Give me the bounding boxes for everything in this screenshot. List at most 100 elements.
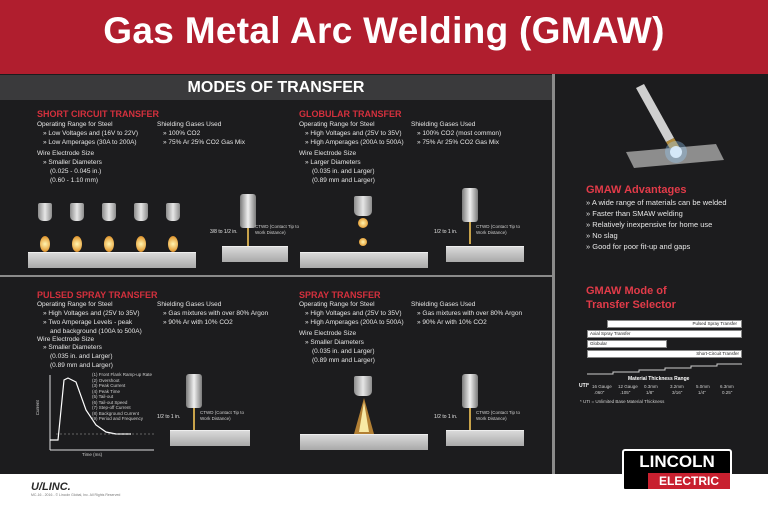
spray-wire-size-2: (0.89 mm and Larger) (312, 357, 375, 364)
welding-gun (354, 376, 372, 396)
molten-droplet (136, 236, 146, 252)
thickness-range-title: Material Thickness Range (628, 376, 690, 382)
welding-gun (102, 203, 116, 221)
selector-bar-globular-label: Globular (590, 341, 608, 346)
base-plate (446, 430, 524, 446)
base-plate (300, 434, 428, 450)
short-circuit-range-2: Low Amperages (30A to 200A) (43, 138, 136, 147)
spray-range-2: High Amperages (200A to 500A) (305, 318, 403, 327)
globular-wire-size-1: (0.035 in. and Larger) (312, 168, 375, 175)
short-circuit-wire-label: Wire Electrode Size (37, 150, 95, 157)
selector-bar-globular (587, 340, 667, 348)
base-plate (446, 246, 524, 262)
short-circuit-stickout: 3/8 to 1/2 in. (210, 229, 238, 235)
globular-range-2: High Amperages (200A to 500A) (305, 138, 403, 147)
pulsed-range-3: and background (100A to 500A) (50, 328, 142, 335)
lincoln-logo-bottom: ELECTRIC (648, 473, 730, 489)
short-circuit-title: SHORT CIRCUIT TRANSFER (37, 109, 159, 119)
spray-wire-size-1: (0.035 in. and Larger) (312, 348, 375, 355)
thickness-in-3: 1/8" (646, 390, 654, 395)
selector-bar-pulsed-label: Pulsed Spray Transfer (692, 321, 737, 326)
contact-tip-nozzle (186, 374, 202, 408)
pulsed-wire-size-1: (0.035 in. and Larger) (50, 353, 113, 360)
welding-torch-image (626, 84, 724, 168)
header-banner (0, 0, 768, 74)
advantages-title: GMAW Advantages (586, 184, 687, 196)
spray-title: SPRAY TRANSFER (299, 290, 381, 300)
lincoln-logo-top: LINCOLN (639, 452, 715, 471)
modes-title: MODES OF TRANSFER (187, 79, 365, 96)
spray-wire: Smaller Diameters (305, 338, 363, 347)
short-circuit-wire-size-1: (0.025 - 0.045 in.) (50, 168, 102, 175)
uti-footnote: * UTI = Unlimited Base Material Thicknes… (580, 399, 665, 404)
vertical-divider (552, 74, 555, 474)
pulsed-gas-1: Gas mixtures with over 80% Argon (163, 309, 268, 318)
globule (359, 238, 367, 246)
selector-title-line1: GMAW Mode of (586, 285, 667, 297)
thickness-staircase (587, 363, 742, 375)
pulsed-title: PULSED SPRAY TRANSFER (37, 290, 158, 300)
selector-bar-axial (587, 330, 742, 338)
horizontal-divider (0, 275, 552, 277)
graph-legend-8: (8) Background Current (92, 410, 140, 416)
globular-wire: Larger Diameters (305, 158, 360, 167)
selector-bar-pulsed (607, 320, 742, 328)
advantage-item: Good for poor fit-up and gaps (586, 242, 690, 252)
welding-gun (166, 203, 180, 221)
short-circuit-range-label: Operating Range for Steel (37, 121, 113, 128)
globular-ctwd: CTWD (Contact Tip to Work Distance) (476, 224, 521, 235)
welding-gun (354, 196, 372, 216)
uti-label: UTI* (579, 383, 589, 389)
short-circuit-gas-label: Shielding Gases Used (157, 121, 222, 128)
spray-range-label: Operating Range for Steel (299, 301, 375, 308)
spray-ctwd: CTWD (Contact Tip to Work Distance) (476, 410, 521, 421)
base-plate (300, 252, 428, 268)
thickness-in-1: .060" (594, 390, 605, 395)
electrode-wire (247, 228, 249, 248)
selector-bar-short-circuit-label: Short-Circuit Transfer (696, 351, 739, 356)
thickness-6: 6.3mm (720, 384, 734, 389)
short-circuit-ctwd: CTWD (Contact Tip to Work Distance) (255, 224, 300, 235)
welding-gun (70, 203, 84, 221)
molten-droplet (40, 236, 50, 252)
thickness-in-4: 3/16" (672, 390, 683, 395)
globular-wire-size-2: (0.89 mm and Larger) (312, 177, 375, 184)
electrode-wire (193, 408, 195, 430)
pulsed-range-label: Operating Range for Steel (37, 301, 113, 308)
spray-stickout: 1/2 to 1 in. (434, 414, 458, 420)
thickness-in-6: 0.25" (722, 390, 733, 395)
selector-bar-axial-label: Axial Spray Transfer (590, 331, 631, 336)
welding-gun (38, 203, 52, 221)
short-circuit-range-1: Low Voltages and (16V to 22V) (43, 129, 138, 138)
pulsed-wire: Smaller Diameters (43, 343, 101, 352)
advantage-item: No slag (586, 231, 617, 241)
short-circuit-wire-size-2: (0.60 - 1.10 mm) (50, 177, 99, 184)
thickness-1: 16 Gauge (592, 384, 612, 389)
graph-legend-4: (4) Peak Time (92, 388, 121, 394)
graph-legend-5: (5) Tail-out (92, 394, 114, 399)
globular-range-label: Operating Range for Steel (299, 121, 375, 128)
selector-title-line2: Transfer Selector (586, 299, 676, 311)
globular-gas-label: Shielding Gases Used (411, 121, 476, 128)
thickness-2: 12 Gauge (618, 384, 638, 389)
thickness-in-5: 1/4" (698, 390, 706, 395)
welding-gun (134, 203, 148, 221)
short-circuit-gas-2: 75% Ar 25% CO2 Gas Mix (163, 138, 245, 147)
contact-tip-nozzle (462, 188, 478, 222)
globule (358, 218, 368, 228)
ulinc-logo: U/LINC. (31, 481, 71, 493)
advantage-item: A wide range of materials can be welded (586, 198, 727, 208)
globular-wire-label: Wire Electrode Size (299, 150, 357, 157)
thickness-in-2: .105" (620, 390, 631, 395)
thickness-3: 0.3mm (644, 384, 658, 389)
globular-stickout: 1/2 to 1 in. (434, 229, 458, 235)
pulsed-range-1: High Voltages and (25V to 35V) (43, 309, 139, 318)
copyright: MC-16 - 2016 - © Lincoln Global, Inc. Al… (31, 493, 121, 497)
molten-droplet (104, 236, 114, 252)
base-plate (28, 252, 196, 268)
electrode-wire (469, 408, 471, 430)
page-title: Gas Metal Arc Welding (GMAW) (103, 10, 665, 51)
short-circuit-gas-1: 100% CO2 (163, 129, 200, 138)
graph-legend-9: (9) Period and Frequency (92, 416, 144, 421)
electrode-wire (469, 222, 471, 244)
